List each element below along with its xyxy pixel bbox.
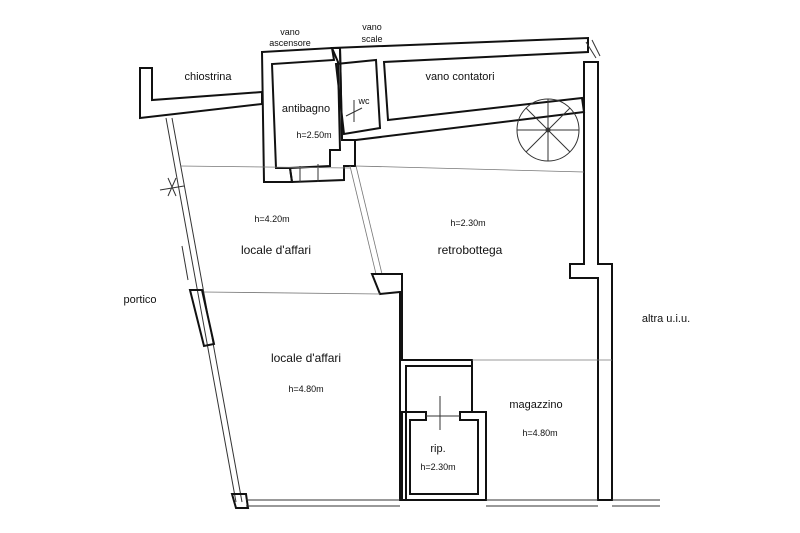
label-locale2-height: h=4.80m	[288, 384, 323, 394]
spiral-staircase	[516, 98, 580, 162]
label-antibagno-height: h=2.50m	[296, 130, 331, 140]
label-magazzino-height: h=4.80m	[522, 428, 557, 438]
label-altra-uiu: altra u.i.u.	[642, 313, 690, 325]
ripostiglio	[401, 366, 487, 501]
label-antibagno: antibagno	[282, 103, 330, 115]
label-retro-height: h=2.30m	[450, 218, 485, 228]
label-vano-contatori: vano contatori	[425, 71, 494, 83]
label-vano-ascensore-1: vano	[280, 27, 300, 37]
label-vano-ascensore-2: ascensore	[269, 38, 311, 48]
label-magazzino-name: magazzino	[509, 399, 562, 411]
label-vano-scale-1: vano	[362, 22, 382, 32]
label-portico: portico	[123, 294, 156, 306]
label-chiostrina: chiostrina	[184, 71, 232, 83]
label-wc: wc	[358, 96, 370, 106]
label-locale1-height: h=4.20m	[254, 214, 289, 224]
right-wall	[569, 39, 660, 507]
wc-block	[331, 36, 589, 141]
interior-partition	[179, 165, 612, 501]
label-vano-scale-2: scale	[361, 34, 382, 44]
label-rip-name: rip.	[430, 443, 445, 455]
label-rip-height: h=2.30m	[420, 462, 455, 472]
portico-wall	[159, 117, 250, 509]
bottom-wall	[246, 499, 598, 507]
label-locale2-name: locale d'affari	[271, 351, 341, 365]
label-retro-name: retrobottega	[438, 243, 503, 257]
label-locale1-name: locale d'affari	[241, 243, 311, 257]
